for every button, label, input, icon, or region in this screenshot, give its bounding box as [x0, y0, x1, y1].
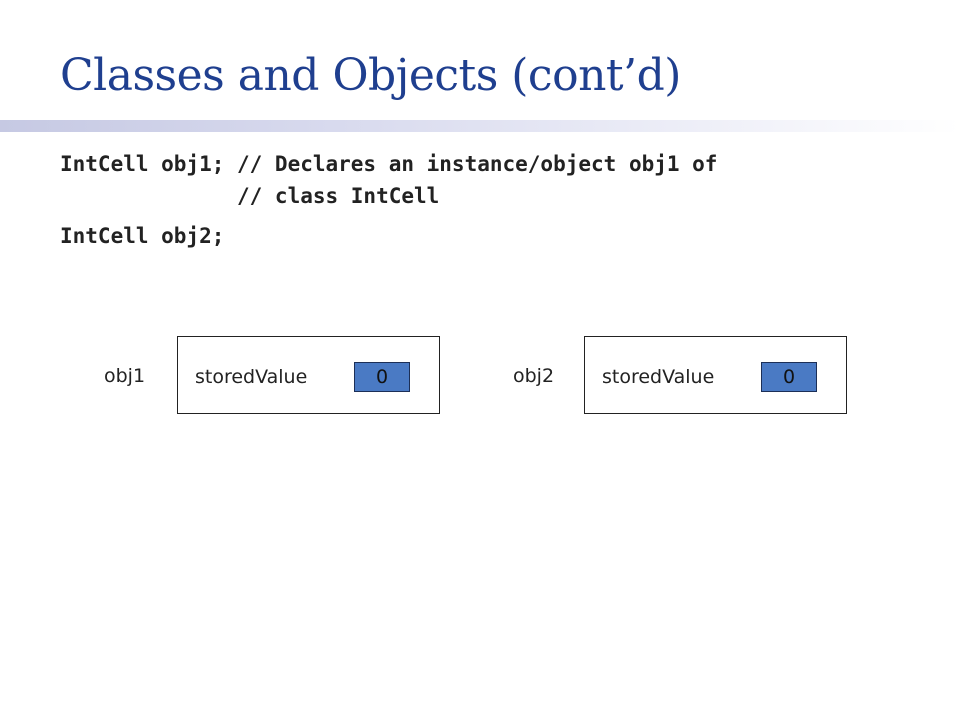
- slide-title: Classes and Objects (cont’d): [60, 50, 681, 101]
- code-line-3: IntCell obj2;: [60, 224, 225, 248]
- title-underline-bar: [0, 120, 960, 132]
- obj1-field-name: storedValue: [195, 366, 308, 388]
- obj1-stored-value: 0: [354, 362, 410, 392]
- obj1-label: obj1: [104, 365, 146, 387]
- obj2-stored-value: 0: [761, 362, 817, 392]
- obj1-box: storedValue 0: [177, 336, 440, 414]
- obj2-field-name: storedValue: [602, 366, 715, 388]
- code-line-2: // class IntCell: [60, 184, 440, 208]
- obj2-box: storedValue 0: [584, 336, 847, 414]
- code-line-1: IntCell obj1; // Declares an instance/ob…: [60, 152, 718, 176]
- obj2-label: obj2: [513, 365, 555, 387]
